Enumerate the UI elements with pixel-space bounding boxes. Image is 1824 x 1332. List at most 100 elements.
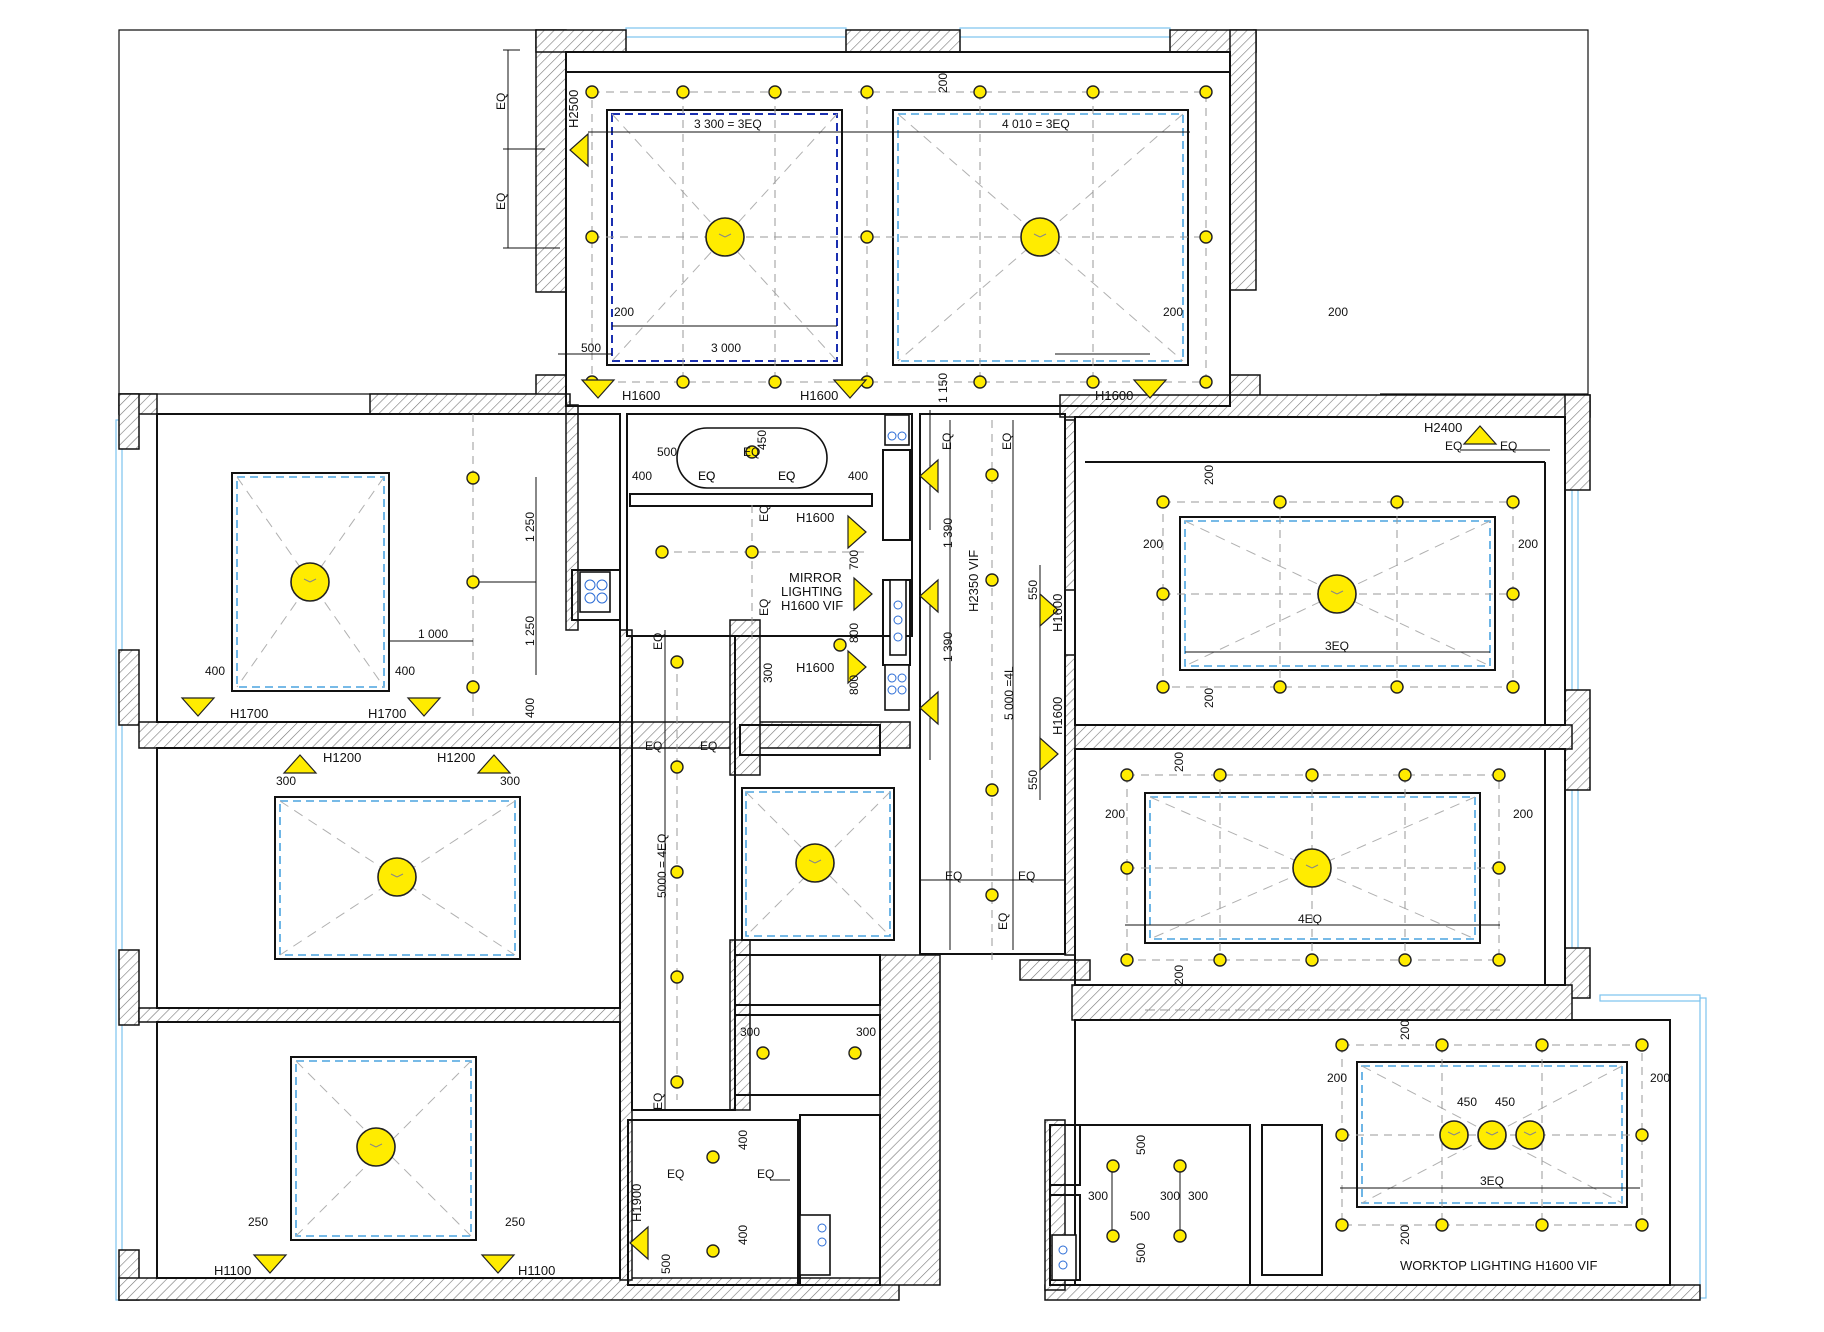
plan-label: EQ: [1500, 439, 1517, 453]
pendant-light-icon: [377, 857, 417, 897]
plan-label: EQ: [1000, 433, 1014, 450]
spotlight-icon: [1390, 680, 1404, 694]
spotlight-icon: [1120, 953, 1134, 967]
pendant-light-icon: [356, 1127, 396, 1167]
plan-label: 500: [1134, 1135, 1148, 1155]
spotlight-icon: [1635, 1218, 1649, 1232]
pendant-light-icon: [1439, 1120, 1469, 1150]
plan-label: 500: [1130, 1209, 1150, 1223]
spotlight-icon: [1335, 1218, 1349, 1232]
plan-label: 400: [523, 698, 537, 718]
ceiling-spotlights: [466, 85, 1649, 1258]
plan-label: 550: [1026, 580, 1040, 600]
plan-label: H1600 VIF: [781, 598, 843, 613]
plan-label: H1200: [437, 750, 475, 765]
spotlight-icon: [1086, 85, 1100, 99]
plan-label: 400: [848, 469, 868, 483]
spotlight-icon: [1199, 230, 1213, 244]
plan-label: 300: [276, 774, 296, 788]
plan-label: EQ: [651, 633, 665, 650]
spotlight-icon: [1492, 768, 1506, 782]
spotlight-icon: [745, 545, 759, 559]
wall-light-icon: [847, 514, 867, 550]
pendant-light-icon: [1317, 574, 1357, 614]
plan-label: MIRROR: [789, 570, 842, 585]
spotlight-icon: [1305, 953, 1319, 967]
spotlight-icon: [670, 970, 684, 984]
pendant-light-icon: [290, 562, 330, 602]
spotlight-icon: [670, 1075, 684, 1089]
plan-label: EQ: [700, 739, 717, 753]
plan-label: LIGHTING: [781, 584, 842, 599]
wall-light-icon: [629, 1225, 649, 1261]
plan-label: 3 300 = 3EQ: [694, 117, 762, 131]
plan-label: 300: [1160, 1189, 1180, 1203]
spotlight-icon: [466, 575, 480, 589]
spotlight-icon: [1635, 1128, 1649, 1142]
plan-label: EQ: [494, 93, 508, 110]
plan-label: H1600: [1050, 697, 1065, 735]
spotlight-icon: [1273, 495, 1287, 509]
wall-light-icon: [832, 379, 868, 399]
spotlight-icon: [973, 375, 987, 389]
spotlight-icon: [1213, 953, 1227, 967]
dimension-lines: [389, 49, 1640, 1235]
plan-label: EQ: [667, 1167, 684, 1181]
spotlight-icon: [1398, 768, 1412, 782]
wall-light-icon: [476, 754, 512, 774]
room-outlines: [156, 51, 1671, 1286]
plan-label: H1600: [796, 660, 834, 675]
spotlight-icon: [1173, 1159, 1187, 1173]
plan-label: 1 250: [523, 616, 537, 646]
spotlight-icon: [1305, 768, 1319, 782]
plan-label: 500: [1134, 1243, 1148, 1263]
plan-label: 200: [1163, 305, 1183, 319]
wall-light-icon: [853, 576, 873, 612]
wall-light-icon: [919, 578, 939, 614]
spotlight-icon: [655, 545, 669, 559]
plan-label: 500: [657, 445, 677, 459]
spotlight-icon: [676, 375, 690, 389]
plan-label: 200: [1518, 537, 1538, 551]
plan-label: EQ: [757, 1167, 774, 1181]
plan-label: 400: [736, 1130, 750, 1150]
plan-label: 200: [1202, 688, 1216, 708]
spotlight-icon: [1156, 495, 1170, 509]
spotlight-icon: [1106, 1159, 1120, 1173]
plan-label: 3EQ: [1325, 639, 1349, 653]
plan-label: EQ: [757, 505, 771, 522]
spotlight-icon: [985, 888, 999, 902]
spotlight-icon: [1492, 953, 1506, 967]
spotlight-icon: [1335, 1038, 1349, 1052]
wall-light-icon: [406, 697, 442, 717]
spotlight-icon: [676, 85, 690, 99]
plan-label: 4 010 = 3EQ: [1002, 117, 1070, 131]
plan-label: H1100: [518, 1263, 555, 1278]
plan-label: 1 390: [941, 518, 955, 548]
plan-label: EQ: [651, 1093, 665, 1110]
wall-light-icon: [569, 132, 589, 168]
plan-label: 200: [1172, 752, 1186, 772]
spotlight-icon: [1199, 375, 1213, 389]
pendant-light-icon: [1020, 217, 1060, 257]
plan-label: EQ: [645, 739, 662, 753]
spotlight-icon: [1398, 953, 1412, 967]
plan-label: EQ: [945, 869, 962, 883]
plan-label: 4EQ: [1298, 912, 1322, 926]
plan-label: EQ: [940, 433, 954, 450]
spotlight-icon: [466, 680, 480, 694]
plan-label: H2350 VIF: [966, 550, 981, 612]
plan-label: 200: [1172, 965, 1186, 985]
plan-label: EQ: [996, 913, 1010, 930]
spotlight-icon: [833, 638, 847, 652]
plan-label: 200: [1398, 1225, 1412, 1245]
plan-label: 450: [755, 430, 769, 450]
plan-label: 400: [395, 664, 415, 678]
plan-label: 5000 = 4EQ: [655, 834, 669, 898]
wall-light-icon: [1039, 736, 1059, 772]
plan-label: 250: [505, 1215, 525, 1229]
plan-label: 200: [1202, 465, 1216, 485]
plan-label: H1600: [622, 388, 660, 403]
